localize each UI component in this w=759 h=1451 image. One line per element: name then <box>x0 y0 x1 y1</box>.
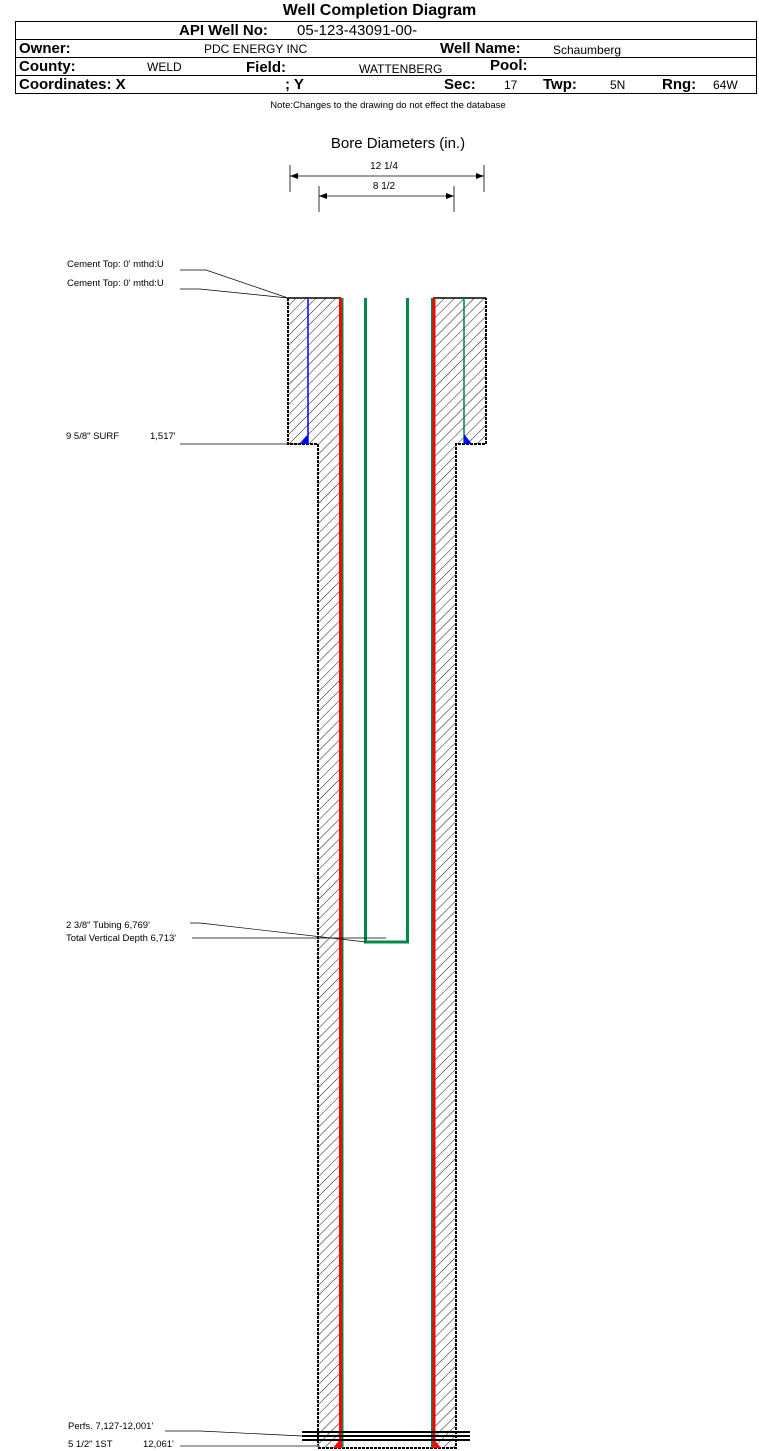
sec-label: Sec: <box>444 76 476 93</box>
bore-dimension-8-1-2: 8 1/2 <box>318 181 455 212</box>
surface-casing <box>300 298 472 444</box>
tubing-label: 2 3/8" Tubing 6,769' <box>66 920 150 931</box>
cement-annulus <box>288 298 486 1448</box>
perforations <box>302 1431 470 1441</box>
coordinates-x-label: Coordinates: X <box>19 76 126 93</box>
twp-value: 5N <box>610 78 626 92</box>
pool-label: Pool: <box>490 57 528 74</box>
production-casing-label: 5 1/2" 1ST <box>68 1439 113 1450</box>
diagram-title: Well Completion Diagram <box>282 2 477 19</box>
surface-casing-depth: 1,517' <box>150 431 176 442</box>
coordinates-y-label: ; Y <box>285 76 304 93</box>
database-note: Note:Changes to the drawing do not effec… <box>270 100 506 111</box>
county-value: WELD <box>147 60 182 74</box>
well-name-value: Schaumberg <box>553 43 622 57</box>
perforations-label: Perfs. 7,127-12,001' <box>68 1421 153 1432</box>
tvd-label: Total Vertical Depth 6,713' <box>66 933 176 944</box>
field-label: Field: <box>246 59 286 76</box>
api-value: 05-123-43091-00- <box>297 22 418 39</box>
cement-top-label: Cement Top: 0' mthd:U <box>67 278 164 289</box>
api-label: API Well No: <box>179 22 268 39</box>
surface-casing-label: 9 5/8" SURF <box>66 431 119 442</box>
cement-top-label: Cement Top: 0' mthd:U <box>67 259 164 270</box>
owner-label: Owner: <box>19 40 71 57</box>
sec-value: 17 <box>504 78 518 92</box>
county-row: County: WELD Field: WATTENBERG Pool: <box>16 57 756 76</box>
rng-label: Rng: <box>662 76 697 93</box>
owner-value: PDC ENERGY INC <box>204 42 308 56</box>
tubing <box>364 298 409 944</box>
production-casing <box>333 298 441 1448</box>
well-info-header: API Well No: 05-123-43091-00- Owner: PDC… <box>15 21 757 94</box>
coordinates-row: Coordinates: X ; Y Sec: 17 Twp: 5N Rng: … <box>16 76 756 94</box>
annotations: Cement Top: 0' mthd:U Cement Top: 0' mth… <box>66 259 386 1450</box>
production-casing-depth: 12,061' <box>143 1439 174 1450</box>
bore-size-label: 8 1/2 <box>373 181 396 192</box>
api-row: API Well No: 05-123-43091-00- <box>16 22 756 40</box>
well-name-label: Well Name: <box>440 40 521 57</box>
rng-value: 64W <box>713 78 738 92</box>
bore-diameters-title: Bore Diameters (in.) <box>331 135 465 152</box>
owner-row: Owner: PDC ENERGY INC Well Name: Schaumb… <box>16 40 756 58</box>
field-value: WATTENBERG <box>359 62 443 76</box>
bore-size-label: 12 1/4 <box>370 161 398 172</box>
bore-dimension-12-1-4: 12 1/4 <box>289 161 485 192</box>
twp-label: Twp: <box>543 76 577 93</box>
borehole-wall <box>287 298 487 1449</box>
county-label: County: <box>19 58 76 75</box>
